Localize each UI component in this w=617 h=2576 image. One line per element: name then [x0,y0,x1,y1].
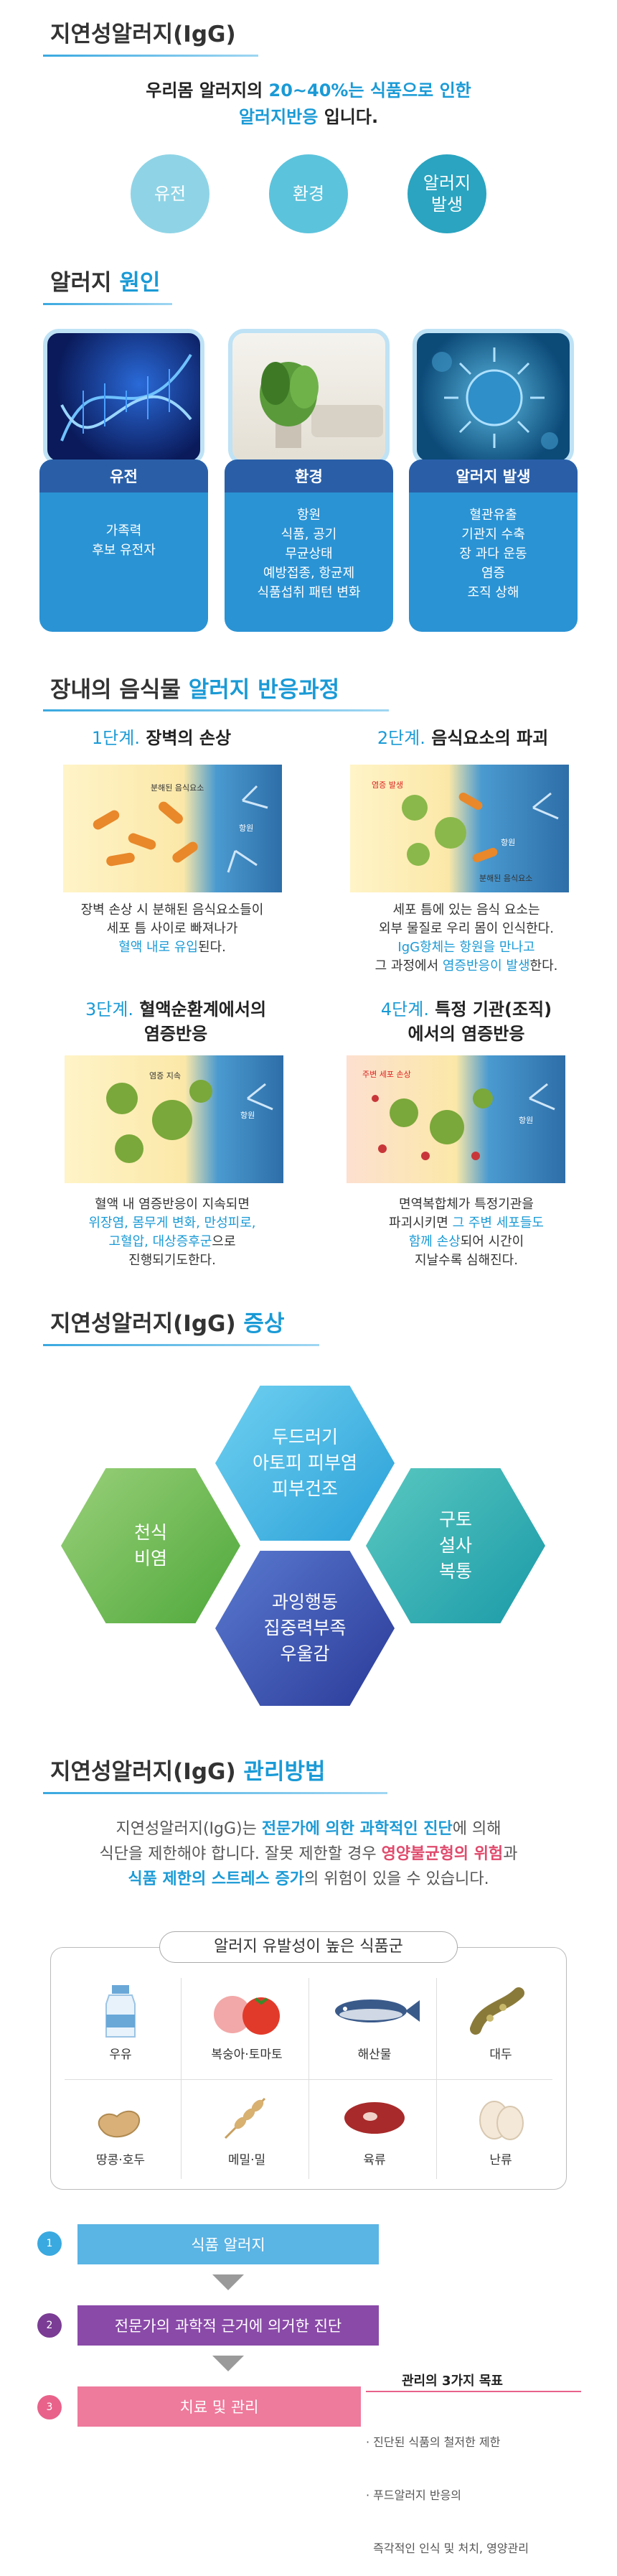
arrow-down-icon [212,2274,244,2290]
egg-icon [479,2101,524,2140]
step4-text: 면역복합체가 특정기관을 파괴시키면 그 주변 세포들도 함께 손상되어 시간이… [389,1197,544,1269]
cause-card-genetics: 유전 가족력 후보 유전자 [39,459,208,632]
step4-img-label: 주변 세포 손상 [362,1070,411,1079]
step3-title: 3단계. 혈액순환계에서의 염증반응 [85,999,267,1044]
food-peanut-walnut: 땅콩·호두 [59,2083,182,2183]
peach-tomato-icon [214,1996,280,2035]
step1-image: 분해된 음식요소 항원 [63,765,282,892]
cause-head: 알러지 발생 [409,459,578,493]
food-milk: 우유 [59,1978,182,2077]
virus-image [413,329,574,465]
title-underline [43,1344,319,1346]
section-title-management: 지연성알러지(IgG) 관리방법 [50,1759,326,1785]
cause-card-allergy: 알러지 발생 혈관유출 기관지 수축 장 과다 운동 염증 조직 상해 [409,459,578,632]
step-number: 1 [37,2231,62,2256]
step-number: 2 [37,2313,62,2338]
plant-room-image [228,329,390,465]
step1-title: 1단계. 장벽의 손상 [91,728,232,748]
step4-img-label: 항원 [519,1116,534,1125]
goals-underline [366,2391,581,2392]
step-bar-treatment: 치료 및 관리 [77,2386,361,2427]
dna-icon [60,353,192,442]
circle-genetics: 유전 [131,154,209,233]
meat-icon [344,2102,405,2134]
step-number: 3 [37,2395,62,2419]
virus-icon [432,347,558,449]
step-bar-diagnosis: 전문가의 과학적 근거에 의거한 진단 [77,2305,379,2346]
inflammation-icon [106,1080,273,1163]
title-underline [43,55,258,57]
wheat-icon [224,2097,266,2139]
soybean-icon [470,1987,524,2035]
cause-card-environment: 환경 항원 식품, 공기 무균상태 예방접종, 항균제 식품섭취 패턴 변화 [225,459,393,632]
section-title-igg: 지연성알러지(IgG) [50,22,236,47]
food-particles-icon [93,785,268,873]
cause-head: 환경 [225,459,393,493]
cause-head: 유전 [39,459,208,493]
cause-body: 혈관유출 기관지 수축 장 과다 운동 염증 조직 상해 [459,508,527,600]
intro-text: 우리몸 알러지의 20~40%는 식품으로 인한 알러지반응 입니다. [146,80,471,128]
peanut-icon [98,2110,141,2138]
title-underline [43,303,172,305]
food-peach-tomato: 복숭아·토마토 [185,1978,308,2077]
title-underline [43,709,389,711]
cause-body: 가족력 후보 유전자 [92,523,156,558]
circle-environment: 환경 [269,154,348,233]
step2-img-label: 분해된 음식요소 [479,874,533,883]
goals-list: · 진단된 식품의 철저한 제한 · 푸드알러지 반응의 즉각적인 인식 및 처… [366,2435,529,2556]
arrow-down-icon [212,2356,244,2371]
goals-title: 관리의 3가지 목표 [402,2374,503,2389]
section-title-causes: 알러지 원인 [50,270,161,296]
circle-allergy: 알러지 발생 [408,154,486,233]
step3-image: 염증 지속 항원 [65,1055,283,1183]
food-box-title: 알러지 유발성이 높은 식품군 [159,1931,458,1963]
cell-damage-icon [372,1083,555,1160]
divider [308,1978,309,2179]
step4-image: 주변 세포 손상 항원 [347,1055,565,1183]
food-seafood: 해산물 [313,1978,436,2077]
step2-title: 2단계. 음식요소의 파괴 [377,728,549,748]
step3-text: 혈액 내 염증반응이 지속되면 위장염, 몸무게 변화, 만성피로, 고혈압, … [88,1197,256,1269]
step1-img-label: 항원 [239,823,254,833]
hex-skin: 두드러기 아토피 피부염 피부건조 [215,1386,395,1541]
food-meat: 육류 [313,2083,436,2183]
divider [65,2079,552,2080]
cause-body: 항원 식품, 공기 무균상태 예방접종, 항균제 식품섭취 패턴 변화 [257,508,361,600]
dna-image [43,329,204,465]
divider [181,1978,182,2179]
food-eggs: 난류 [439,2083,562,2183]
food-buckwheat-wheat: 메밀·밀 [185,2083,308,2183]
step1-img-label: 분해된 음식요소 [151,783,204,793]
food-soybean: 대두 [439,1978,562,2077]
section-title-symptoms: 지연성알러지(IgG) 증상 [50,1311,285,1337]
step4-title: 4단계. 특정 기관(조직) 에서의 염증반응 [380,999,552,1044]
title-underline [43,1792,387,1794]
step3-img-label: 염증 지속 [149,1071,181,1081]
step-bar-food-allergy: 식품 알러지 [77,2224,379,2264]
plant-icon [260,362,383,448]
hex-digestive: 구토 설사 복통 [366,1468,545,1623]
hex-respiratory: 천식 비염 [61,1468,240,1623]
fish-icon [335,1999,420,2022]
divider [436,1978,437,2179]
step3-img-label: 항원 [240,1111,255,1120]
step2-img-label: 염증 발생 [372,780,403,790]
management-paragraph: 지연성알러지(IgG)는 전문가에 의한 과학적인 진단에 의해 식단을 제한해… [99,1820,518,1889]
step2-image: 염증 발생 항원 분해된 음식요소 [350,765,569,892]
section-title-process: 장내의 음식물 알러지 반응과정 [50,677,340,703]
step2-img-label: 항원 [501,838,516,847]
hex-behavior: 과잉행동 집중력부족 우울감 [215,1551,395,1706]
inflammation-icon [402,792,559,866]
milk-icon [105,1985,136,2038]
